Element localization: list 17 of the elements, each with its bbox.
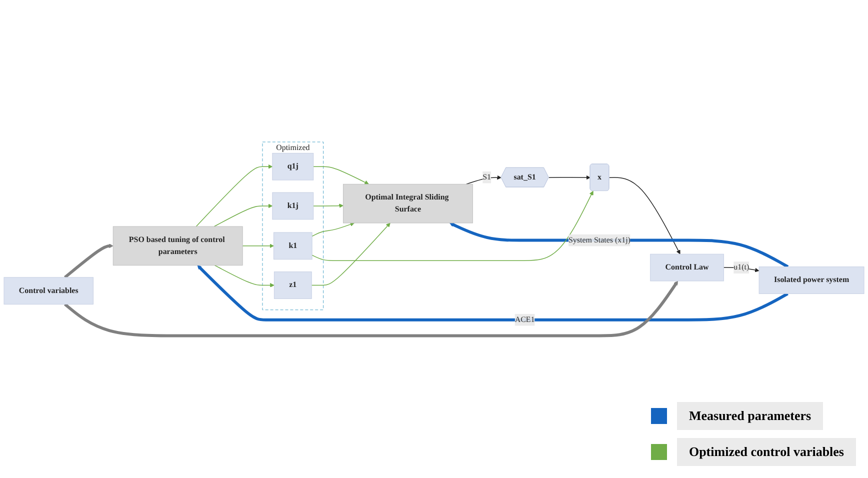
arrow bbox=[242, 244, 274, 248]
arrow bbox=[312, 190, 594, 262]
arrow bbox=[449, 222, 789, 268]
arrow bbox=[196, 164, 273, 227]
arrow bbox=[64, 280, 678, 338]
arrow bbox=[214, 265, 274, 288]
arrow bbox=[214, 204, 273, 227]
arrow bbox=[312, 222, 354, 237]
legend-label: Measured parameters bbox=[676, 402, 824, 430]
arrow bbox=[64, 244, 114, 279]
legend-label: Optimized control variables bbox=[676, 438, 856, 466]
arrow bbox=[548, 175, 590, 180]
arrow bbox=[608, 177, 680, 254]
arrow bbox=[466, 175, 502, 185]
arrow bbox=[311, 222, 390, 286]
arrow bbox=[313, 204, 344, 208]
arrow bbox=[313, 166, 369, 185]
